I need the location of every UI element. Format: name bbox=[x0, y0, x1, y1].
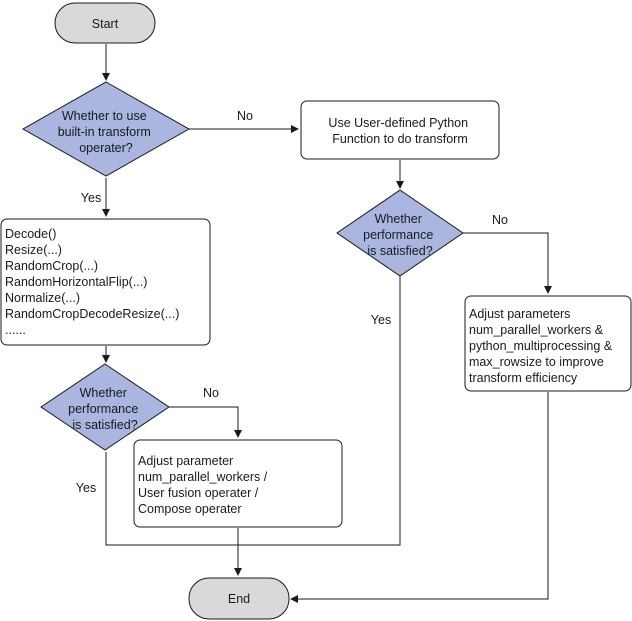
edge-adjust-right-to-end bbox=[290, 392, 549, 603]
start-label: Start bbox=[92, 17, 119, 31]
decision-perf-right: Whether performance is satisfied? bbox=[336, 189, 464, 277]
udf-box-line-2: Function to do transform bbox=[332, 132, 467, 146]
adjust-right-line-1: Adjust parameters bbox=[469, 307, 570, 321]
ops-box-text: Decode() Resize(...) RandomCrop(...) Ran… bbox=[5, 227, 183, 337]
adjust-left-line-4: Compose operater bbox=[138, 502, 242, 516]
adjust-right-line-4: max_rowsize to improve bbox=[469, 355, 604, 369]
ops-box-line-6: RandomCropDecodeResize(...) bbox=[5, 307, 179, 321]
decision-builtin-line-2: built-in transform bbox=[58, 125, 151, 139]
adjust-right-box: Adjust parameters num_parallel_workers &… bbox=[464, 295, 632, 392]
label-perf-left-yes: Yes bbox=[76, 481, 96, 495]
adjust-right-line-5: transform efficiency bbox=[469, 371, 578, 385]
edges bbox=[102, 44, 552, 603]
ops-box-line-5: Normalize(...) bbox=[5, 291, 80, 305]
edge-perf-left-no-to-adjust-left bbox=[169, 406, 242, 438]
udf-box: Use User-defined Python Function to do t… bbox=[300, 100, 500, 160]
ops-box-line-1: Decode() bbox=[5, 227, 56, 241]
udf-box-line-1: Use User-defined Python bbox=[328, 116, 468, 130]
label-perf-right-yes: Yes bbox=[371, 313, 391, 327]
ops-box-line-2: Resize(...) bbox=[5, 243, 62, 257]
decision-perf-right-line-1: Whether bbox=[375, 212, 422, 226]
edge-perf-left-yes-merge bbox=[105, 276, 401, 546]
decision-builtin-text: Whether to use built-in transform operat… bbox=[58, 109, 155, 155]
adjust-right-text: Adjust parameters num_parallel_workers &… bbox=[469, 307, 616, 385]
decision-perf-left-line-1: Whether bbox=[80, 386, 127, 400]
udf-box-text: Use User-defined Python Function to do t… bbox=[328, 116, 471, 146]
label-builtin-yes: Yes bbox=[81, 191, 101, 205]
edge-labels: No Yes No Yes No Yes bbox=[76, 109, 508, 495]
adjust-left-text: Adjust parameter num_parallel_workers / … bbox=[138, 454, 271, 516]
end-terminal: End bbox=[188, 577, 290, 620]
ops-box: Decode() Resize(...) RandomCrop(...) Ran… bbox=[0, 218, 211, 346]
adjust-left-line-1: Adjust parameter bbox=[138, 454, 233, 468]
label-perf-right-no: No bbox=[492, 213, 508, 227]
decision-perf-left-text: Whether performance is satisfied? bbox=[68, 386, 142, 432]
decision-builtin: Whether to use built-in transform operat… bbox=[21, 81, 191, 177]
edge-perf-right-no-to-adjust-right bbox=[463, 232, 552, 294]
decision-perf-right-line-2: performance bbox=[363, 228, 433, 242]
ops-box-line-3: RandomCrop(...) bbox=[5, 259, 98, 273]
decision-perf-left-line-2: performance bbox=[68, 402, 138, 416]
ops-box-line-4: RandomHorizontalFlip(...) bbox=[5, 275, 147, 289]
adjust-left-box: Adjust parameter num_parallel_workers / … bbox=[133, 439, 343, 528]
label-builtin-no: No bbox=[237, 109, 253, 123]
decision-perf-left-line-3: is satisfied? bbox=[72, 418, 137, 432]
end-label: End bbox=[228, 592, 250, 606]
decision-perf-right-line-3: is satisfied? bbox=[367, 244, 432, 258]
decision-builtin-line-3: operater? bbox=[79, 141, 133, 155]
adjust-right-line-3: python_multiprocessing & bbox=[469, 339, 613, 353]
decision-builtin-line-1: Whether to use bbox=[62, 109, 147, 123]
decision-perf-right-text: Whether performance is satisfied? bbox=[363, 212, 437, 258]
label-perf-left-no: No bbox=[203, 386, 219, 400]
decision-perf-left: Whether performance is satisfied? bbox=[40, 363, 170, 451]
adjust-left-line-2: num_parallel_workers / bbox=[138, 470, 268, 484]
ops-box-line-7: ...... bbox=[5, 323, 26, 337]
adjust-right-line-2: num_parallel_workers & bbox=[469, 323, 604, 337]
start-terminal: Start bbox=[54, 2, 156, 44]
adjust-left-line-3: User fusion operater / bbox=[138, 486, 259, 500]
